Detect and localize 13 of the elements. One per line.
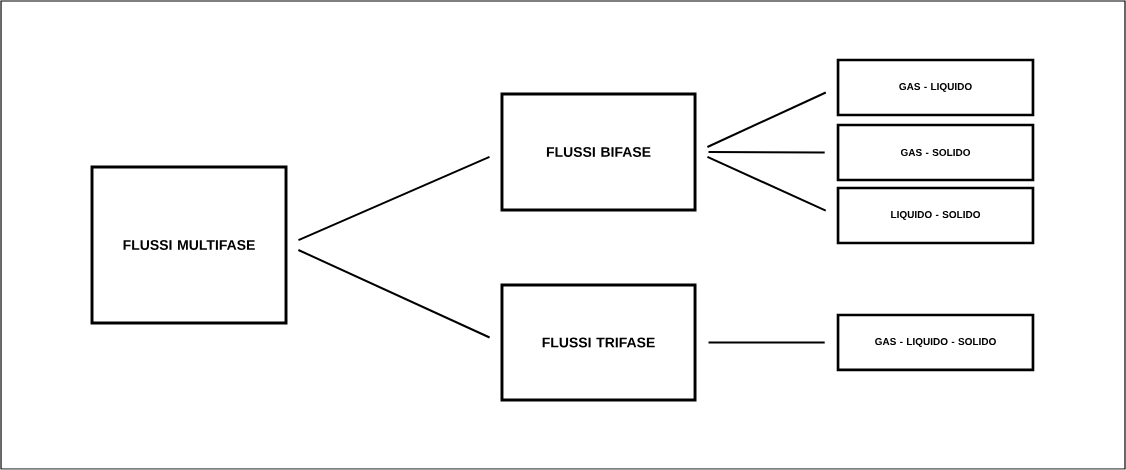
category-box: GAS - SOLIDO bbox=[836, 123, 1035, 182]
connector-line bbox=[707, 341, 826, 344]
category-box: GAS - LIQUIDO bbox=[836, 58, 1035, 117]
connector-line bbox=[297, 249, 491, 339]
connector-line bbox=[297, 155, 491, 242]
category-box: GAS - LIQUIDO - SOLIDO bbox=[836, 313, 1035, 372]
process-box: FLUSSI MULTIFASE bbox=[90, 165, 288, 325]
connector-line bbox=[706, 155, 827, 212]
category-box: LIQUIDO - SOLIDO bbox=[836, 186, 1035, 245]
connector-line bbox=[707, 151, 826, 154]
connector-line bbox=[706, 91, 827, 148]
process-box: FLUSSI BIFASE bbox=[500, 92, 697, 212]
process-box: FLUSSI TRIFASE bbox=[500, 283, 697, 402]
